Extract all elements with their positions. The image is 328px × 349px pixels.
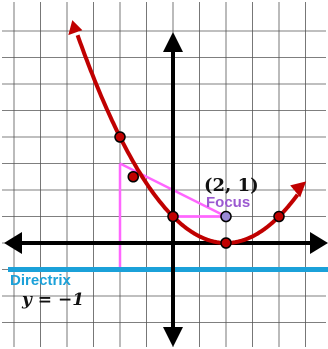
x-axis-right-arrow-icon: [310, 232, 328, 254]
parabola-point: [127, 171, 139, 183]
curve-right-arrow-icon: [290, 181, 307, 198]
focus-coordinate-label: (2, 1): [204, 175, 259, 196]
parabola-point: [167, 210, 179, 223]
parabola-points: [114, 131, 285, 249]
y-axis-down-arrow-icon: [163, 327, 183, 347]
parabola-point: [114, 131, 126, 143]
focus-label: Focus: [206, 194, 250, 211]
parabola-curve: [68, 20, 307, 245]
curve-left-arrow-icon: [68, 20, 83, 36]
x-axis-left-arrow-icon: [4, 232, 22, 254]
directrix-label: Directrix: [10, 272, 72, 289]
parabola-path: [75, 34, 300, 245]
parabola-point: [273, 210, 285, 223]
directrix-equation: y = −1: [21, 290, 84, 310]
y-axis-up-arrow-icon: [163, 32, 183, 52]
axes: [4, 32, 328, 347]
grid-lines: [2, 2, 326, 347]
focus-point: [220, 210, 232, 223]
parabola-point: [220, 237, 232, 249]
